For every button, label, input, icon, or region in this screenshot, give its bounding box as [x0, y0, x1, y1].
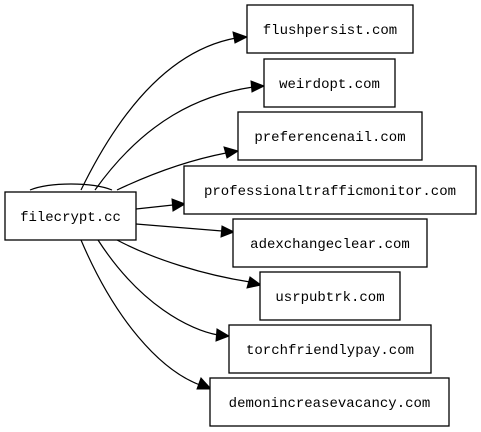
- arrowhead-professionaltrafficmonitor: [171, 198, 187, 212]
- node-box: [209, 377, 450, 427]
- edge-filecrypt-to-preferencenail: [116, 152, 227, 191]
- arrowhead-usrpubtrk: [246, 276, 263, 289]
- arrowhead-torchfriendlypay: [215, 328, 231, 342]
- node-filecrypt-cc[interactable]: filecrypt.cc: [4, 191, 137, 241]
- node-preferencenail-com[interactable]: preferencenail.com: [237, 111, 423, 161]
- node-adexchangeclear-com[interactable]: adexchangeclear.com: [232, 218, 428, 268]
- node-usrpubtrk-com[interactable]: usrpubtrk.com: [259, 271, 401, 321]
- node-box: [4, 191, 137, 241]
- node-professionaltrafficmonitor-com[interactable]: professionaltrafficmonitor.com: [183, 165, 477, 215]
- edge-filecrypt-to-adexchangeclear: [135, 223, 223, 232]
- arrowhead-weirdopt: [250, 80, 266, 93]
- node-label: preferencenail.com: [254, 130, 405, 146]
- edges: [29, 31, 266, 390]
- node-box: [232, 218, 428, 268]
- edge-self-loop: [29, 183, 113, 191]
- arrowhead-flushpersist: [232, 31, 249, 44]
- node-weirdopt-com[interactable]: weirdopt.com: [263, 58, 396, 108]
- node-label: usrpubtrk.com: [275, 290, 384, 306]
- node-label: demonincreasevacancy.com: [229, 396, 431, 412]
- node-box: [228, 324, 432, 374]
- node-box: [259, 271, 401, 321]
- arrowhead-adexchangeclear: [220, 225, 236, 238]
- node-flushpersist-com[interactable]: flushpersist.com: [246, 4, 414, 54]
- node-box: [237, 111, 423, 161]
- edge-filecrypt-to-demonincreasevacancy: [80, 239, 201, 386]
- arrowhead-preferencenail: [223, 146, 240, 159]
- edge-filecrypt-to-weirdopt: [94, 86, 254, 191]
- edge-filecrypt-to-professionaltrafficmonitor: [135, 204, 174, 210]
- arrowhead-demonincreasevacancy: [196, 377, 213, 390]
- node-label: flushpersist.com: [263, 23, 397, 39]
- edge-filecrypt-to-flushpersist: [80, 37, 237, 191]
- node-label: filecrypt.cc: [20, 210, 121, 226]
- edge-filecrypt-to-torchfriendlypay: [97, 239, 219, 336]
- node-demonincreasevacancy-com[interactable]: demonincreasevacancy.com: [209, 377, 450, 427]
- edge-filecrypt-to-usrpubtrk: [116, 239, 251, 283]
- node-torchfriendlypay-com[interactable]: torchfriendlypay.com: [228, 324, 432, 374]
- node-label: adexchangeclear.com: [250, 237, 410, 253]
- node-label: professionaltrafficmonitor.com: [204, 184, 456, 200]
- node-box: [246, 4, 414, 54]
- node-box: [263, 58, 396, 108]
- node-label: torchfriendlypay.com: [246, 343, 414, 359]
- node-box: [183, 165, 477, 215]
- node-label: weirdopt.com: [279, 77, 380, 93]
